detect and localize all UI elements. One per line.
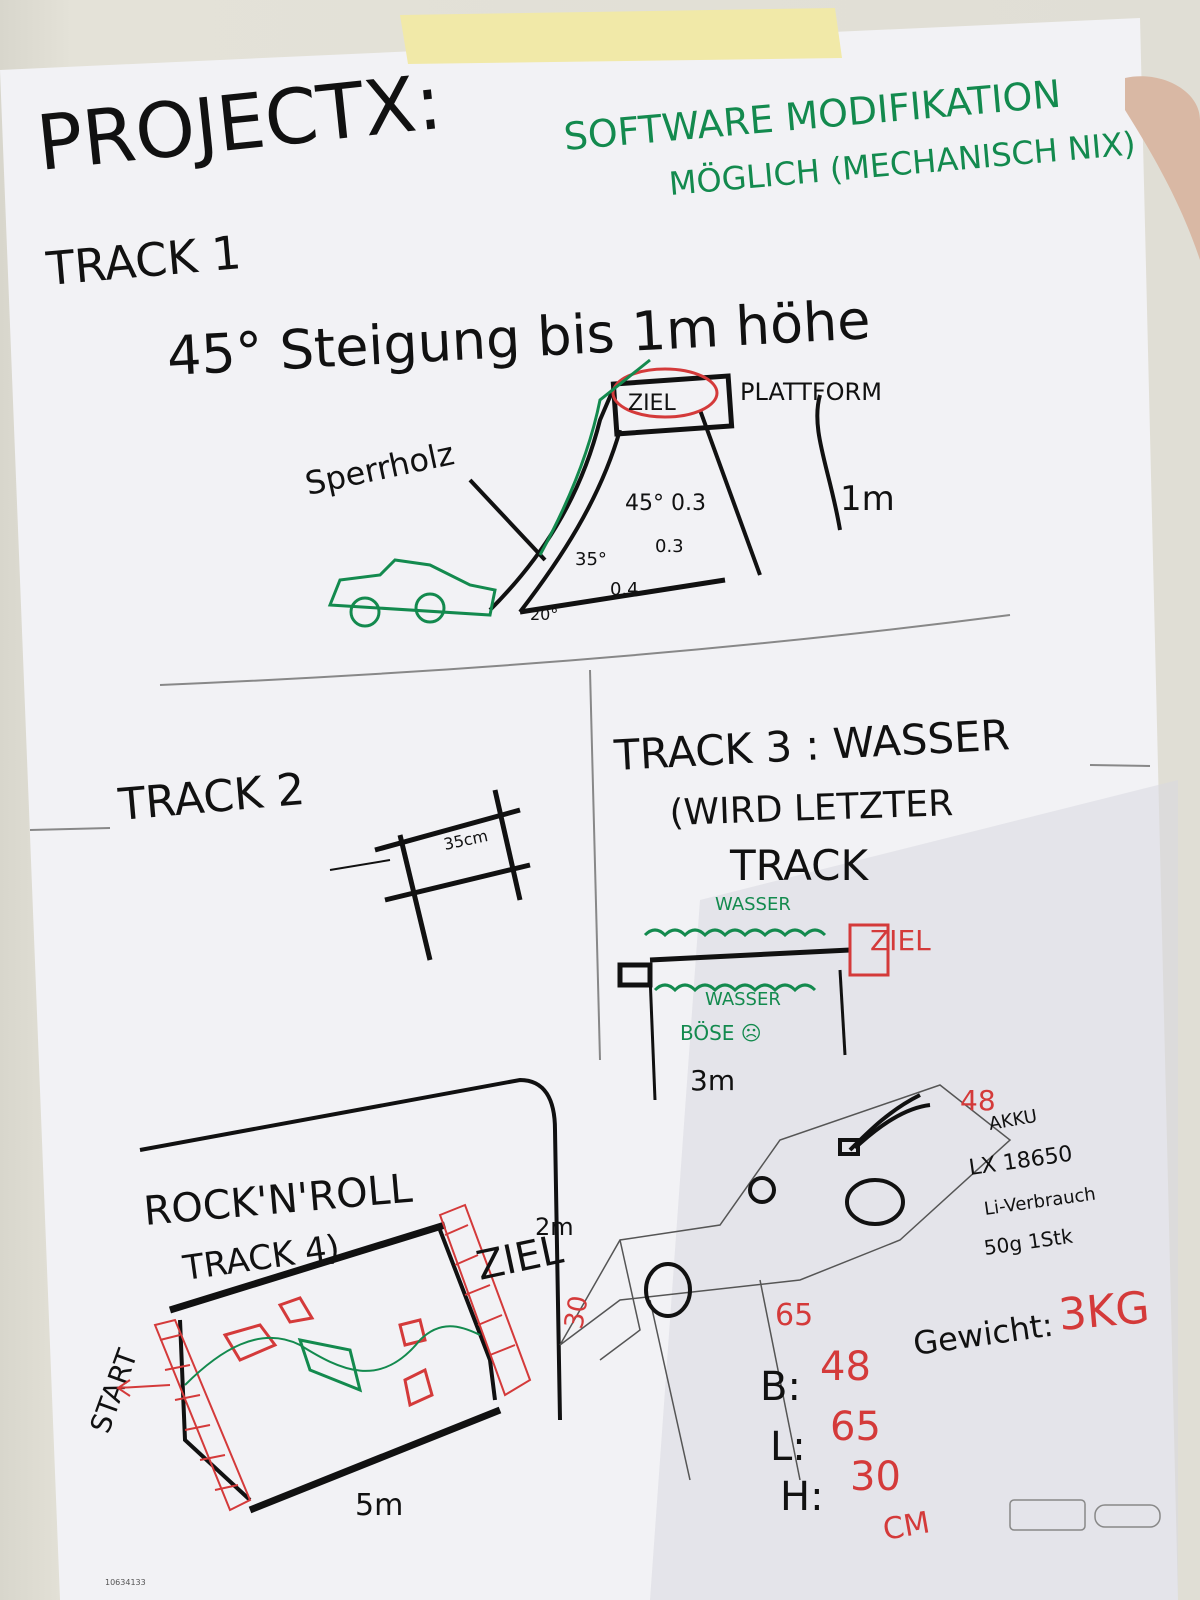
tape [400, 8, 842, 64]
section-dividers [29, 614, 1151, 1061]
start-zone-hatch [153, 1318, 252, 1512]
water-waves-bottom [653, 983, 817, 993]
paper-brand-marks [1009, 1499, 1161, 1531]
platform-label: PLATTFORM [740, 378, 882, 406]
angle-label-2: 0.3 [655, 536, 684, 557]
ramp-sketch [468, 384, 842, 615]
green-car-sketch [327, 358, 651, 628]
track3-subtitle-1: (WIRD LETZTER [669, 783, 954, 834]
obstacles-track4 [222, 1296, 434, 1408]
angle-label-5: 20° [530, 605, 558, 624]
evil-label: BÖSE ☹ [680, 1021, 762, 1045]
water-bottom-label: WASSER [705, 989, 781, 1010]
goal-label-track1: ZIEL [628, 391, 676, 416]
angle-label-3: 35° [575, 549, 607, 570]
vehicle-sketch [559, 1084, 1012, 1481]
track3-length: 3m [690, 1064, 735, 1097]
finger [1125, 76, 1200, 260]
vehicle-ink [644, 1093, 931, 1318]
dim-l-label: L: [770, 1424, 806, 1470]
angle-label-1: 45° 0.3 [625, 491, 706, 516]
bridge-sketch-track3 [617, 947, 851, 1101]
arena-sketch-track4 [168, 1221, 502, 1514]
height-label: 1m [840, 479, 895, 519]
weight-value: 3KG [1057, 1282, 1152, 1341]
dim-b-label: B: [760, 1364, 801, 1410]
angle-label-4: 0.4 [610, 579, 639, 600]
water-top-label: WASSER [715, 894, 791, 915]
goal-box-track3 [848, 923, 890, 977]
vehicle-side-30: 30 [559, 1293, 594, 1331]
route-track4 [184, 1325, 481, 1386]
dim-b-value: 48 [820, 1344, 871, 1390]
track4-height: 2m [535, 1213, 574, 1241]
goal-zone-hatch [438, 1203, 532, 1397]
dim-l-value: 65 [830, 1404, 881, 1450]
goal-label-track3: ZIEL [870, 924, 931, 957]
dim-h-value: 30 [850, 1454, 901, 1500]
vehicle-side-65: 65 [775, 1298, 813, 1333]
vehicle-side-48: 48 [960, 1084, 996, 1117]
goal-circle-track1 [611, 367, 719, 419]
track4-frame [139, 1077, 562, 1421]
green-obstacle-track4 [297, 1338, 363, 1393]
goal-box-track1 [610, 373, 735, 437]
track4-width: 5m [355, 1488, 403, 1523]
track3-subtitle-2: TRACK [729, 841, 869, 890]
dim-unit: CM [880, 1505, 932, 1548]
bar-sketch-track2 [329, 789, 531, 961]
dim-h-label: H: [780, 1474, 824, 1520]
footer-code: 10634133 [105, 1578, 146, 1587]
start-arrow [116, 1379, 171, 1397]
water-waves-top [643, 928, 827, 938]
